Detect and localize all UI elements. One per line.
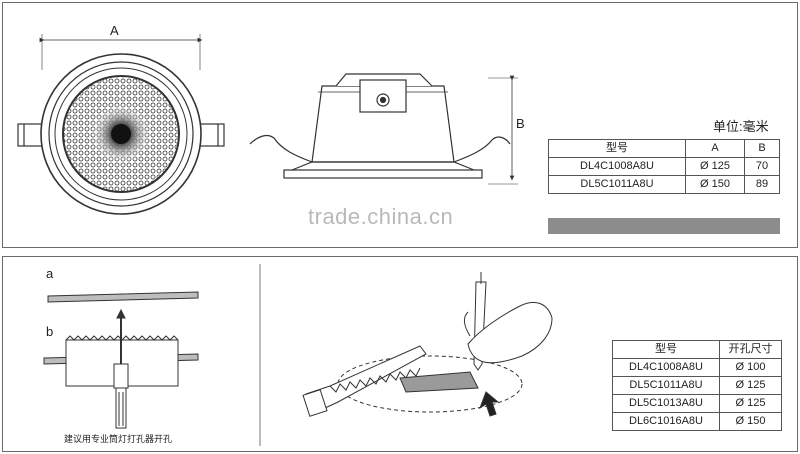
table-row: DL4C1008A8U Ø 100 bbox=[612, 358, 782, 377]
table-header-row: 型号 开孔尺寸 bbox=[612, 340, 782, 359]
table-row: DL6C1016A8U Ø 150 bbox=[612, 412, 782, 431]
unit-label: 单位:毫米 bbox=[713, 119, 769, 134]
table-header: A bbox=[685, 139, 745, 158]
table-header: 型号 bbox=[548, 139, 686, 158]
table-cell: Ø 125 bbox=[685, 157, 745, 176]
table-header: 型号 bbox=[612, 340, 720, 359]
table-header: 开孔尺寸 bbox=[719, 340, 782, 359]
table-cell: Ø 125 bbox=[719, 394, 782, 413]
cutout-table: 型号 开孔尺寸 DL4C1008A8U Ø 100 DL5C1011A8U Ø … bbox=[612, 340, 782, 431]
watermark: trade.china.cn bbox=[308, 204, 454, 229]
downlight-front-view bbox=[17, 34, 225, 215]
table-cell: DL5C1011A8U bbox=[548, 175, 686, 194]
table-cell: Ø 150 bbox=[719, 412, 782, 431]
table-row: DL5C1011A8U Ø 150 89 bbox=[548, 175, 780, 194]
table-header: B bbox=[744, 139, 780, 158]
hole-saw-caption: 建议用专业筒灯打孔器开孔 bbox=[64, 434, 173, 444]
table-cell: Ø 125 bbox=[719, 376, 782, 395]
table-cell: DL4C1008A8U bbox=[612, 358, 720, 377]
gray-bar bbox=[548, 218, 780, 234]
dimension-table: 型号 A B DL4C1008A8U Ø 125 70 DL5C1011A8U … bbox=[548, 139, 780, 194]
table-cell: 89 bbox=[744, 175, 780, 194]
table-cell: 70 bbox=[744, 157, 780, 176]
table-row: DL4C1008A8U Ø 125 70 bbox=[548, 157, 780, 176]
step-b-label: b bbox=[46, 324, 54, 339]
table-row: DL5C1011A8U Ø 125 bbox=[612, 376, 782, 395]
downlight-side-view bbox=[249, 73, 518, 185]
table-cell: Ø 150 bbox=[685, 175, 745, 194]
table-cell: Ø 100 bbox=[719, 358, 782, 377]
table-cell: DL6C1016A8U bbox=[612, 412, 720, 431]
table-row: DL5C1013A8U Ø 125 bbox=[612, 394, 782, 413]
step-a-label: a bbox=[46, 266, 54, 281]
dimension-b-label: B bbox=[516, 116, 525, 131]
marking-and-saw-diagram bbox=[302, 272, 553, 417]
cutting-diagram bbox=[43, 291, 199, 429]
table-cell: DL5C1013A8U bbox=[612, 394, 720, 413]
table-header-row: 型号 A B bbox=[548, 139, 780, 158]
table-cell: DL5C1011A8U bbox=[612, 376, 720, 395]
dimension-a-label: A bbox=[110, 23, 119, 38]
table-cell: DL4C1008A8U bbox=[548, 157, 686, 176]
